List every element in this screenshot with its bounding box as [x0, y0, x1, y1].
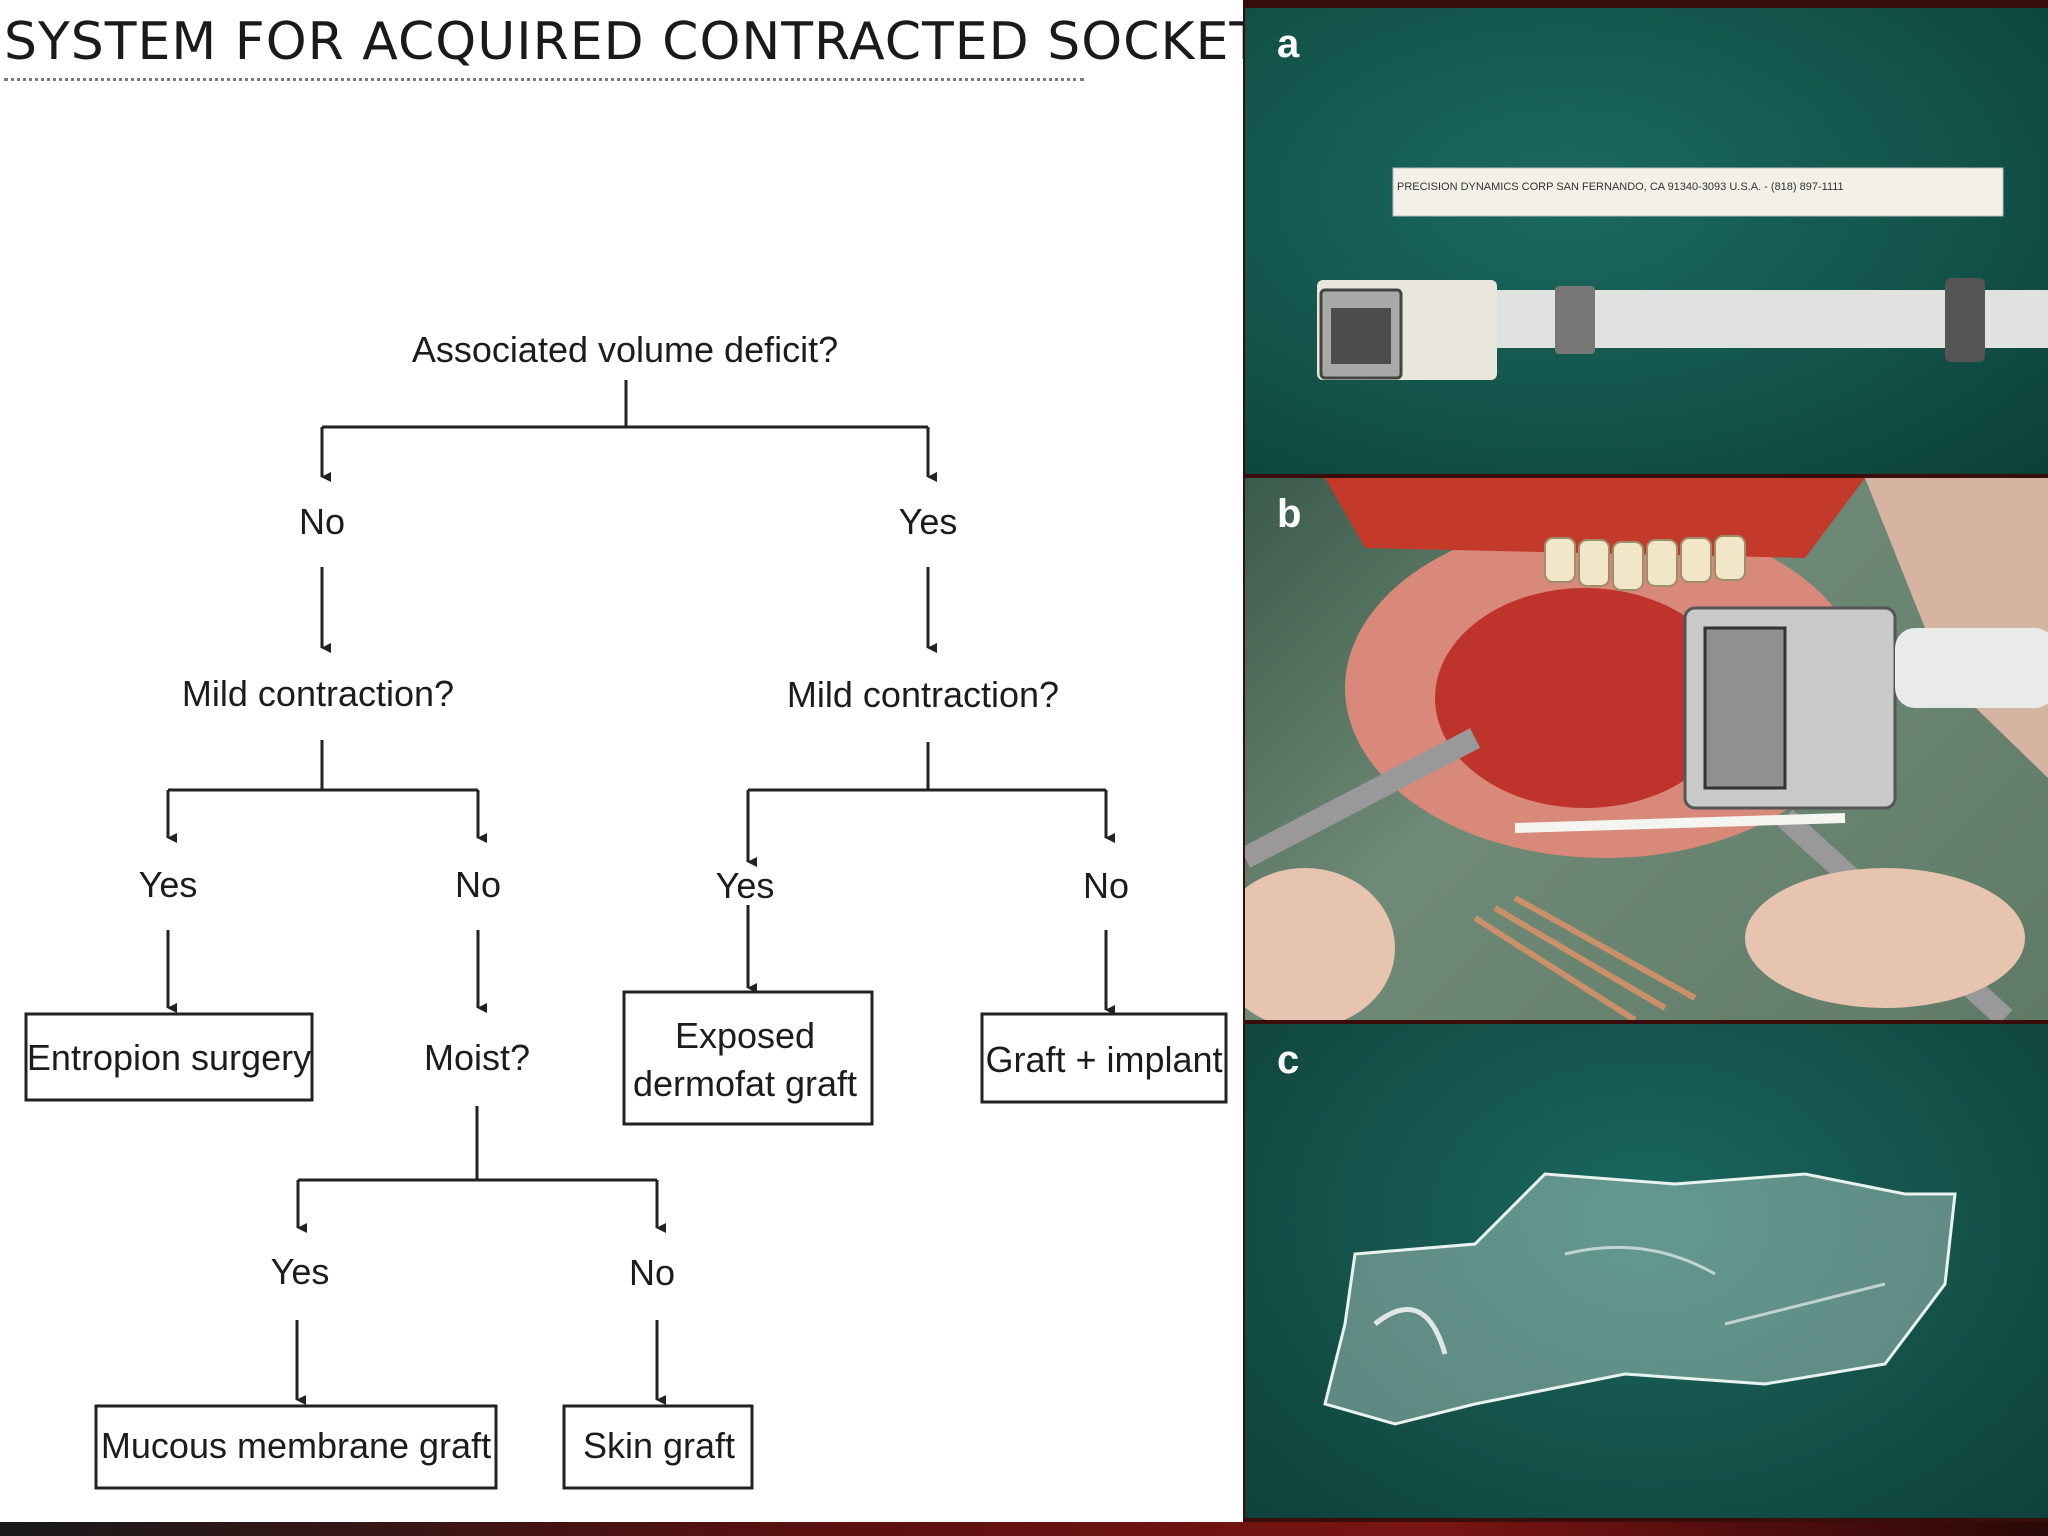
node-right-mild: Mild contraction? — [787, 674, 1059, 715]
graft-tissue — [1323, 1172, 1957, 1426]
node-rr-yes: Yes — [716, 865, 775, 906]
surgery-photo — [1245, 478, 2048, 1020]
photo-panel-b: b — [1245, 478, 2048, 1020]
graft-photo — [1323, 1172, 1957, 1426]
node-moist: Moist? — [424, 1037, 530, 1078]
node-exposed-1: Exposed — [675, 1015, 815, 1056]
teeth — [1544, 535, 1746, 591]
box-exposed-dermofat — [622, 990, 874, 1126]
bottom-accent-bar — [0, 1522, 2048, 1536]
box-entropion — [24, 1012, 314, 1102]
node-moist-no: No — [629, 1252, 675, 1293]
dermatome-handle — [1475, 290, 2048, 348]
node-left-mild: Mild contraction? — [182, 673, 454, 714]
node-entropion: Entropion surgery — [27, 1037, 311, 1078]
node-ll-yes: Yes — [139, 864, 198, 905]
title-underline — [4, 78, 1084, 84]
node-mucous: Mucous membrane graft — [101, 1425, 491, 1466]
box-graft-implant — [980, 1012, 1228, 1104]
ruler-text: PRECISION DYNAMICS CORP SAN FERNANDO, CA… — [1397, 181, 1844, 193]
node-graft-implant: Graft + implant — [985, 1039, 1222, 1080]
panel-letter-b: b — [1277, 492, 1302, 536]
box-skin-graft — [562, 1404, 754, 1490]
photo-panel-c: c — [1245, 1024, 2048, 1518]
node-moist-yes: Yes — [271, 1251, 330, 1292]
node-left-no: No — [299, 501, 345, 542]
node-right-yes: Yes — [899, 501, 958, 542]
node-rr-no: No — [1083, 865, 1129, 906]
node-ll-no: No — [455, 864, 501, 905]
node-exposed-2: dermofat graft — [633, 1063, 857, 1104]
ruler — [1392, 167, 2004, 217]
dermatome-photo: PRECISION DYNAMICS CORP SAN FERNANDO, CA… — [1317, 167, 2048, 380]
panel-letter-c: c — [1277, 1038, 1300, 1082]
photo-panel-a: PRECISION DYNAMICS CORP SAN FERNANDO, CA… — [1245, 8, 2048, 474]
slide-title: SYSTEM FOR ACQUIRED CONTRACTED SOCKET — [4, 12, 1263, 72]
node-root: Associated volume deficit? — [412, 329, 838, 370]
flowchart: Associated volume deficit? No Yes Mild c… — [24, 329, 1228, 1490]
box-mucous — [94, 1404, 498, 1490]
panel-letter-a: a — [1277, 22, 1300, 66]
node-skin-graft: Skin graft — [583, 1425, 735, 1466]
